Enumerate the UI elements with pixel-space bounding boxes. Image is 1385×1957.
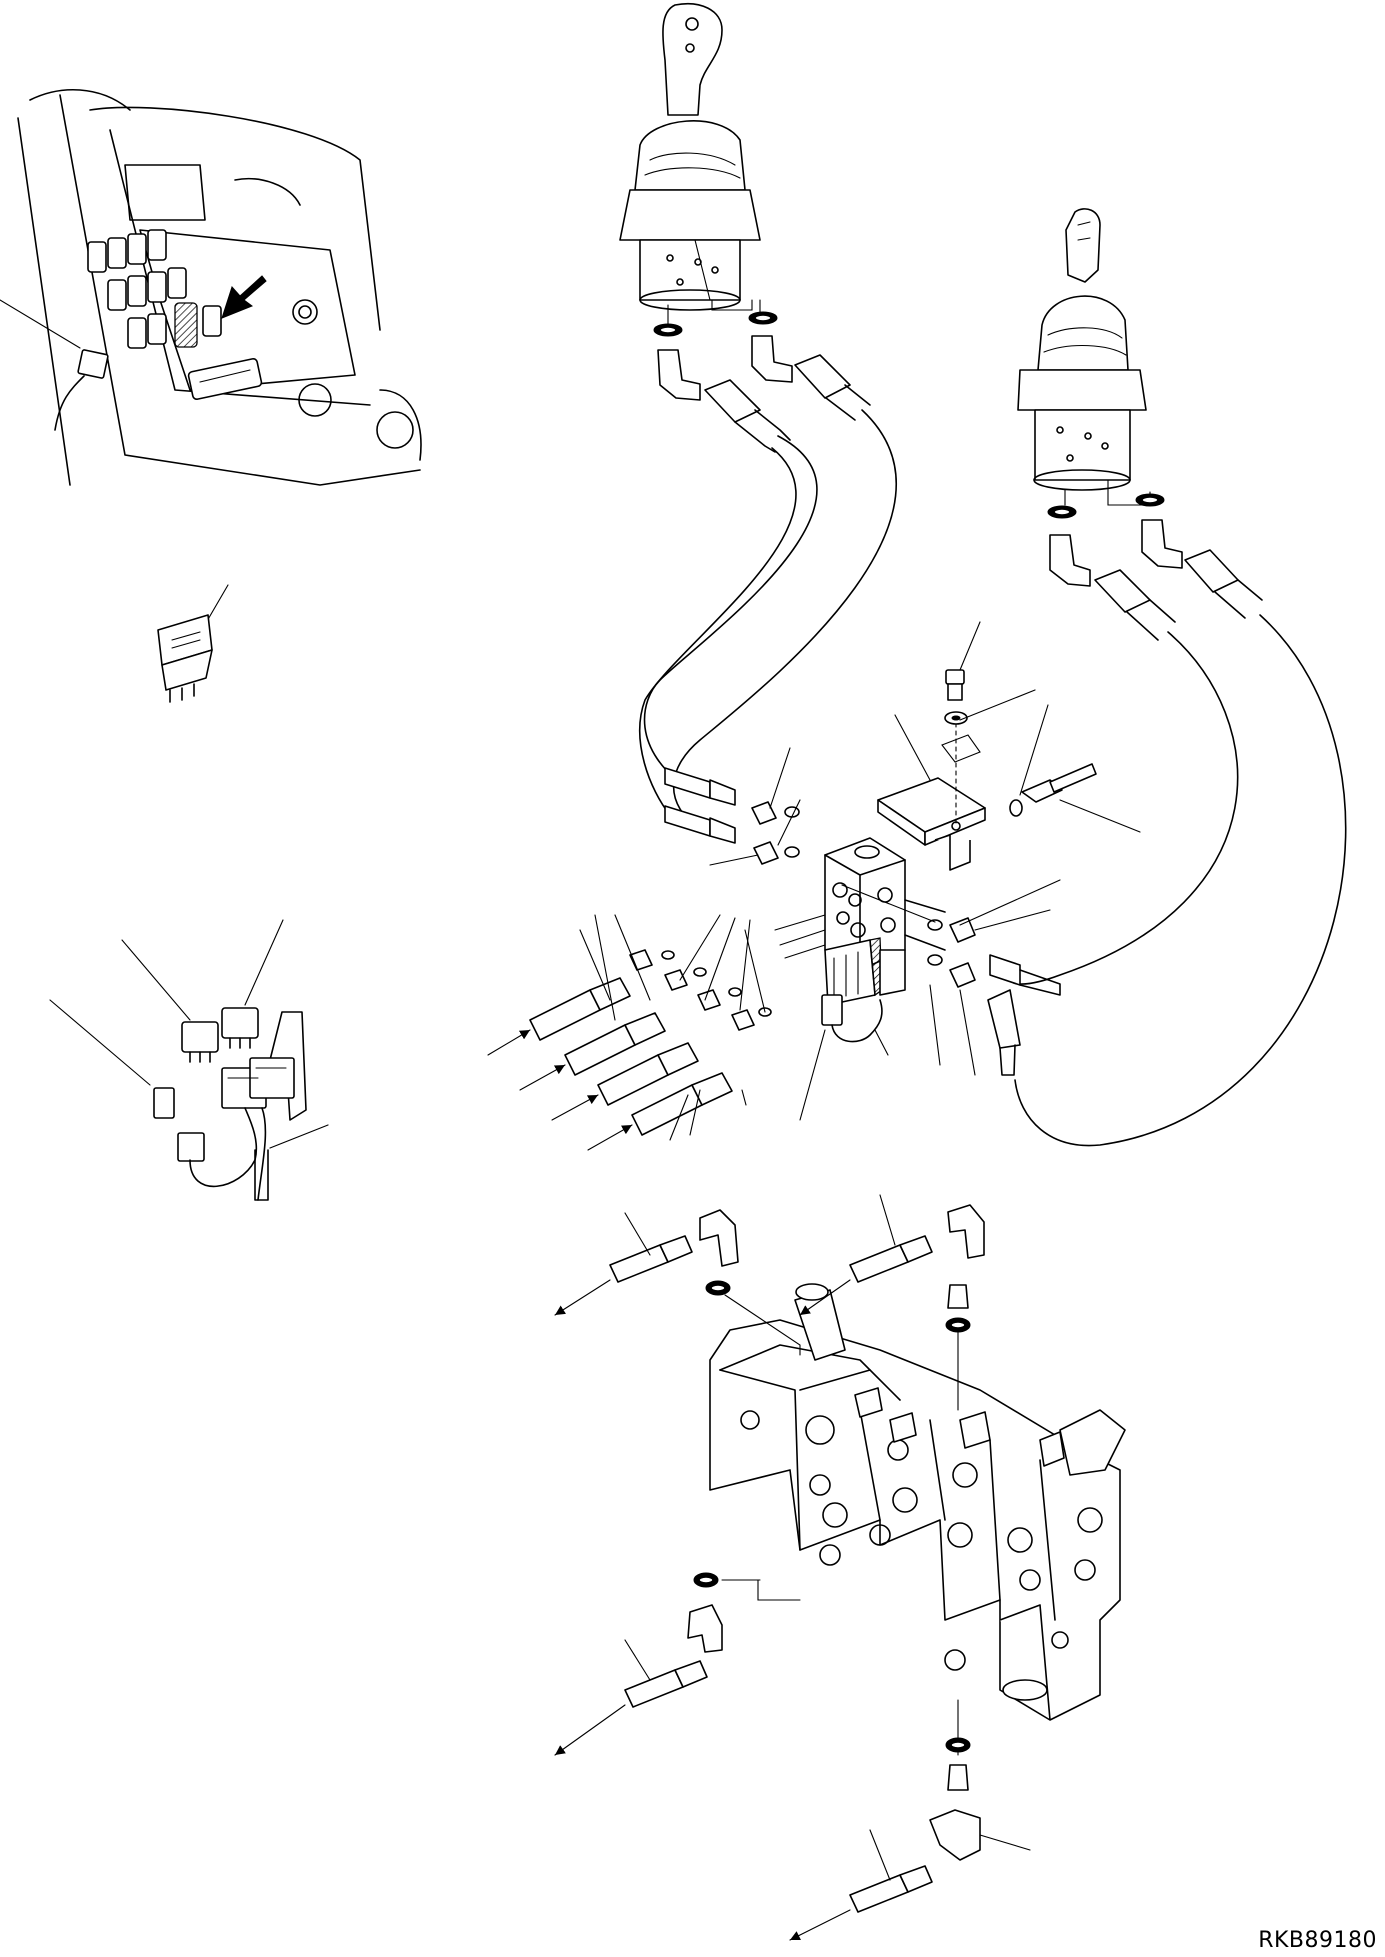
drawing-code: RKB89180 xyxy=(1258,1928,1377,1953)
diode xyxy=(154,1088,174,1118)
rocker-switch xyxy=(158,585,228,702)
valve-port-connections xyxy=(694,1281,970,1790)
valve-harness-connector xyxy=(822,995,882,1042)
right-joystick xyxy=(1018,209,1150,505)
elbow-fitting xyxy=(658,350,700,400)
relay-socket-bracket xyxy=(222,1012,306,1120)
solenoid-valve-block xyxy=(825,838,905,1005)
callout-leaders xyxy=(580,622,1140,1140)
switch-bank xyxy=(88,230,221,348)
bracket-bolt xyxy=(945,670,1096,816)
lower-hose-fittings xyxy=(555,1195,1030,1940)
relay-2 xyxy=(222,1008,258,1048)
ppc-hose-connectors xyxy=(665,768,1060,1075)
relay-harness-group xyxy=(50,920,328,1200)
left-joystick-hoses xyxy=(640,300,896,830)
hose-nut xyxy=(705,380,760,422)
switch-connector xyxy=(0,300,108,430)
cab-console-panel xyxy=(18,90,421,485)
right-joystick-hoses xyxy=(1010,494,1346,1146)
location-arrow-icon xyxy=(222,276,266,318)
console-knob xyxy=(293,300,317,324)
harness-connector xyxy=(178,1133,204,1161)
maker-badge xyxy=(188,358,262,400)
mounting-bracket xyxy=(878,715,985,870)
left-joystick xyxy=(620,4,760,310)
main-control-valve xyxy=(710,1284,1125,1720)
pilot-hose-ends xyxy=(488,978,732,1150)
relay-1 xyxy=(182,1022,218,1062)
